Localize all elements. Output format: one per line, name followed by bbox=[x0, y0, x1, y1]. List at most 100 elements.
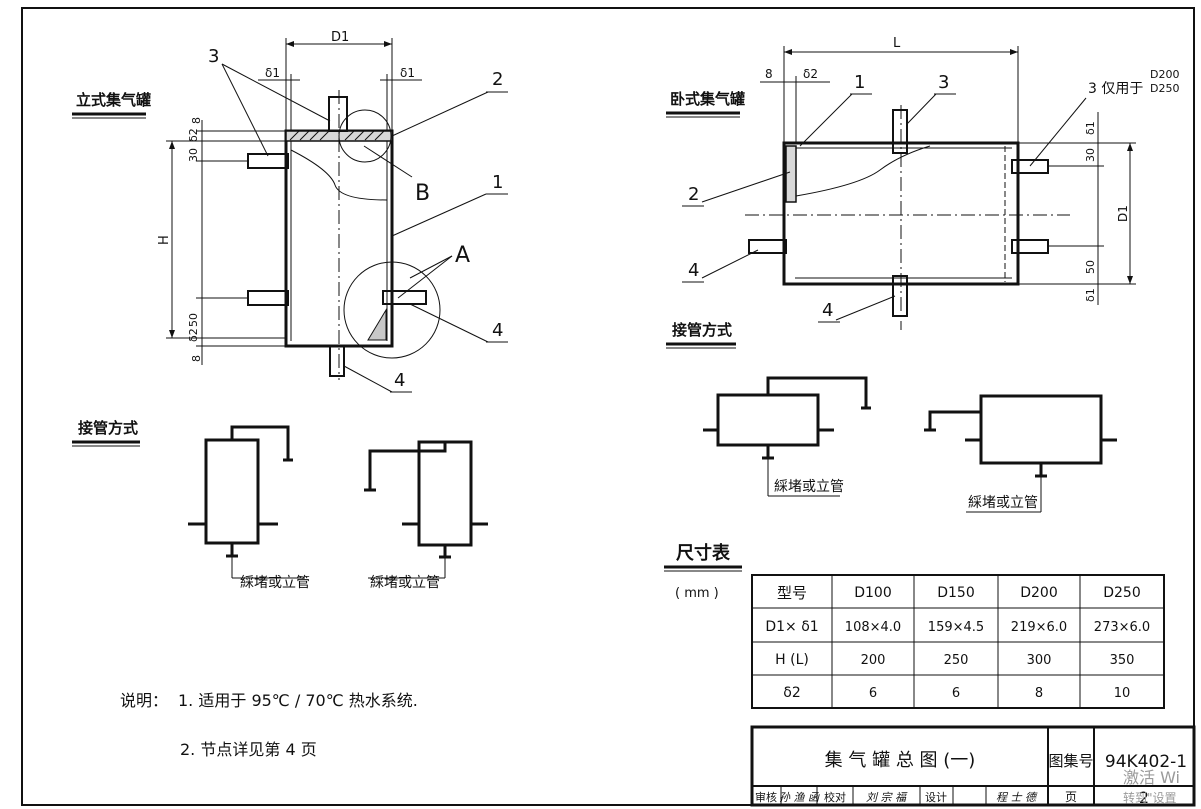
callout-1-horizontal: 1 bbox=[854, 72, 865, 93]
table-cell-r1c1: 108×4.0 bbox=[845, 620, 901, 635]
connection-right-tank-1 bbox=[716, 393, 820, 447]
callout-4-side: 4 bbox=[492, 320, 503, 341]
dim-30: 30 bbox=[187, 148, 200, 162]
callout-4-bottom: 4 bbox=[394, 370, 405, 391]
page-label: 页 bbox=[1065, 790, 1077, 804]
connection-right-label-2: 綵堵或立管 bbox=[968, 495, 1038, 511]
table-cell-r3c4: 10 bbox=[1114, 686, 1131, 701]
callout-2-vertical: 2 bbox=[492, 69, 503, 90]
dim-8-horizontal: 8 bbox=[765, 67, 773, 81]
table-cell-r3c1: 6 bbox=[869, 686, 877, 701]
connection-method-right: 接管方式 綵堵或立管 綵堵或立管 bbox=[666, 321, 1117, 513]
horizontal-tank-title: 卧式集气罐 bbox=[670, 90, 745, 108]
dim-delta1-left: δ1 bbox=[265, 66, 280, 80]
table-header-d250: D250 bbox=[1103, 585, 1141, 601]
table-cell-r1c3: 219×6.0 bbox=[1011, 620, 1067, 635]
vertical-tank-lower-side-pipe bbox=[247, 290, 289, 306]
callout-2-horizontal: 2 bbox=[688, 184, 699, 205]
horizontal-tank-bottom-pipe bbox=[892, 275, 908, 317]
vertical-tank-bottom-pipe bbox=[329, 345, 345, 377]
table-cell-r2c2: 250 bbox=[944, 653, 969, 668]
vertical-tank-right-side-pipe bbox=[382, 290, 427, 305]
review-label: 审核 bbox=[755, 790, 777, 804]
callout-4-left-horizontal: 4 bbox=[688, 260, 699, 281]
table-cell-r3c0: δ2 bbox=[783, 685, 800, 701]
dim-d1-horizontal: D1 bbox=[1116, 205, 1130, 222]
table-header-d150: D150 bbox=[937, 585, 975, 601]
watermark-line-1: 激活 Wi bbox=[1123, 768, 1180, 787]
watermark-line-2: 转到"设置 bbox=[1123, 790, 1177, 805]
page-number: 2 bbox=[1139, 788, 1149, 807]
note-2: 2. 节点详见第 4 页 bbox=[180, 740, 317, 759]
atlas-label: 图集号 bbox=[1048, 752, 1093, 770]
sheet-border bbox=[21, 7, 1195, 806]
callout-3-note: 3 仅用于 bbox=[1088, 81, 1143, 97]
callout-a: A bbox=[455, 243, 470, 268]
vertical-tank-upper-side-pipe bbox=[247, 153, 289, 169]
dimension-table-unit: ( mm ) bbox=[675, 586, 719, 601]
vertical-tank-top-pipe bbox=[328, 96, 348, 132]
connection-right-tank-2 bbox=[979, 394, 1103, 465]
callout-1-vertical: 1 bbox=[492, 172, 503, 193]
atlas-number: 94K402-1 bbox=[1105, 752, 1187, 772]
connection-left-tank-1 bbox=[204, 438, 260, 545]
table-cell-r2c3: 300 bbox=[1027, 653, 1052, 668]
horizontal-tank-top-pipe bbox=[892, 109, 908, 154]
horizontal-tank-left-cap bbox=[785, 145, 797, 203]
horizontal-tank-left-pipe bbox=[748, 239, 787, 254]
dim-30-horizontal: 30 bbox=[1084, 148, 1097, 162]
dim-delta2-top: δ2 bbox=[187, 128, 200, 142]
table-cell-r1c4: 273×6.0 bbox=[1094, 620, 1150, 635]
dim-delta1-right: δ1 bbox=[400, 66, 415, 80]
table-cell-r3c2: 6 bbox=[952, 686, 960, 701]
detail-circle-b bbox=[338, 109, 392, 163]
callout-b: B bbox=[415, 181, 430, 206]
check-label: 校对 bbox=[824, 790, 846, 804]
detail-circle-a bbox=[343, 261, 441, 359]
activation-watermark: 激活 Wi 转到"设置 bbox=[1123, 768, 1180, 805]
callout-4-bottom-horizontal: 4 bbox=[822, 300, 833, 321]
dim-8-top: 8 bbox=[190, 117, 203, 124]
dim-50: 50 bbox=[187, 313, 200, 327]
connection-left-title: 接管方式 bbox=[78, 419, 138, 437]
review-signature: 孙 渔 函 bbox=[779, 791, 820, 804]
dim-delta2-bottom: δ2 bbox=[187, 328, 200, 342]
design-signature: 程 士 德 bbox=[996, 791, 1038, 804]
dim-d1-vertical: D1 bbox=[331, 30, 349, 45]
dim-delta1-top-horizontal: δ1 bbox=[1084, 121, 1097, 135]
table-cell-r1c0: D1× δ1 bbox=[765, 619, 818, 635]
connection-method-left: 接管方式 綵堵或立管 綵堵或立管 bbox=[72, 419, 488, 591]
connection-left-label-1: 綵堵或立管 bbox=[240, 575, 310, 591]
callout-3-horizontal: 3 bbox=[938, 72, 949, 93]
horizontal-tank-drawing: 卧式集气罐 L 8 δ2 D1 bbox=[666, 36, 1179, 330]
table-cell-r2c0: H (L) bbox=[775, 652, 809, 668]
table-header-model: 型号 bbox=[777, 584, 807, 602]
dim-delta2-horizontal: δ2 bbox=[803, 67, 818, 81]
connection-right-title: 接管方式 bbox=[672, 321, 732, 339]
table-header-d200: D200 bbox=[1020, 585, 1058, 601]
callout-3-vertical: 3 bbox=[208, 46, 219, 67]
dimension-table: 尺寸表 ( mm ) 型号 D100 D150 D200 D250 D1× δ1… bbox=[664, 542, 1165, 709]
vertical-tank-drawing: 立式集气罐 bbox=[72, 30, 508, 393]
dimension-table-title: 尺寸表 bbox=[676, 542, 731, 564]
table-cell-r1c2: 159×4.5 bbox=[928, 620, 984, 635]
table-cell-r3c3: 8 bbox=[1035, 686, 1043, 701]
table-header-d100: D100 bbox=[854, 585, 892, 601]
connection-left-tank-2 bbox=[417, 440, 473, 547]
callout-3-note-d200: D200 bbox=[1150, 68, 1179, 81]
table-cell-r2c1: 200 bbox=[861, 653, 886, 668]
connection-right-label-1: 綵堵或立管 bbox=[774, 479, 844, 495]
notes-prefix: 说明： bbox=[120, 691, 168, 710]
dim-l: L bbox=[893, 36, 901, 51]
design-label: 设计 bbox=[925, 791, 947, 804]
connection-left-label-2: 綵堵或立管 bbox=[370, 575, 440, 591]
table-cell-r2c4: 350 bbox=[1110, 653, 1135, 668]
check-signature: 刘 宗 福 bbox=[866, 791, 908, 804]
vertical-tank-title: 立式集气罐 bbox=[76, 91, 151, 109]
dim-delta1-bottom-horizontal: δ1 bbox=[1084, 288, 1097, 302]
title-block: 集 气 罐 总 图 (一) 图集号 94K402-1 审核 孙 渔 函 校对 刘… bbox=[750, 725, 1196, 807]
notes-section: 说明： 1. 适用于 95℃ / 70℃ 热水系统. 2. 节点详见第 4 页 bbox=[120, 691, 418, 759]
note-1: 1. 适用于 95℃ / 70℃ 热水系统. bbox=[178, 691, 418, 710]
dim-50-horizontal: 50 bbox=[1084, 260, 1097, 274]
